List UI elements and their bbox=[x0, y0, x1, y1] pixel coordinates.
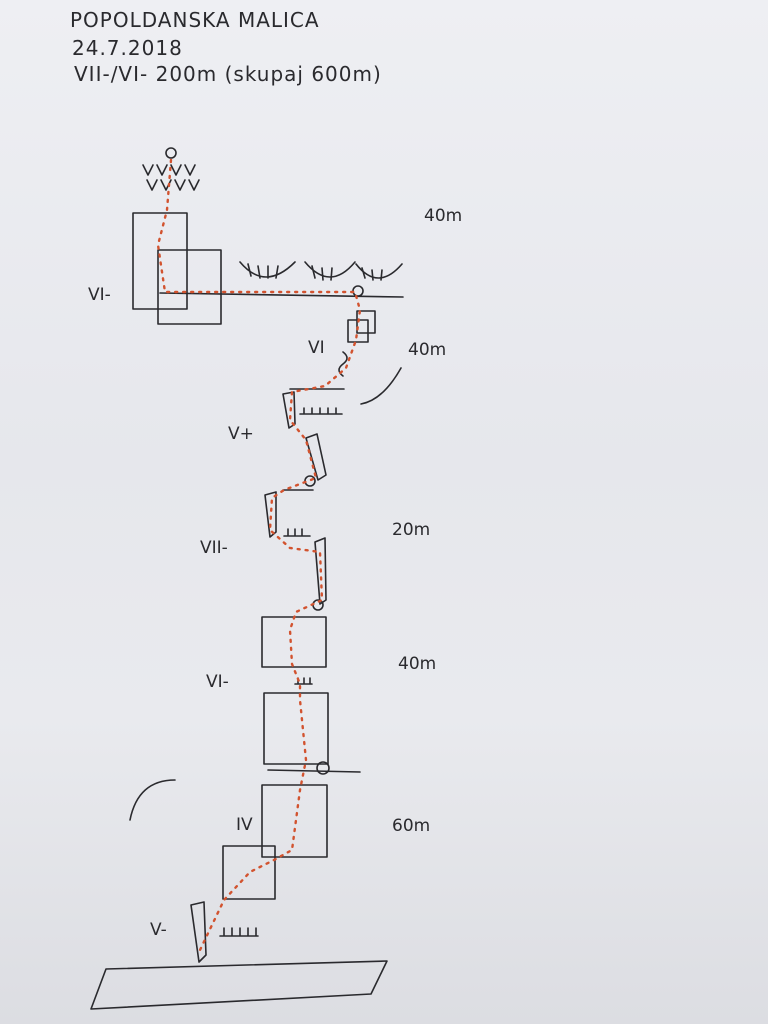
roof-icon bbox=[283, 528, 311, 537]
pitch-grade: IV bbox=[236, 815, 253, 835]
rock-block bbox=[261, 616, 327, 668]
dihedral-icon bbox=[190, 901, 207, 963]
pitch-grade: VI- bbox=[206, 672, 229, 692]
dihedral-icon bbox=[305, 433, 327, 481]
pitch-length: 40m bbox=[424, 206, 463, 226]
rock-block bbox=[132, 212, 188, 310]
rock-block bbox=[157, 249, 222, 325]
ground-base bbox=[90, 960, 388, 1010]
roof-icon bbox=[304, 261, 356, 278]
pitch-length: 40m bbox=[398, 654, 437, 674]
ledge-line bbox=[159, 292, 404, 298]
belay-icon bbox=[304, 475, 316, 487]
grass-icon bbox=[142, 164, 200, 191]
route-summary: VII-/VI- 200m (skupaj 600m) bbox=[74, 62, 382, 86]
pitch-grade: V+ bbox=[228, 424, 254, 444]
roof-icon bbox=[299, 407, 343, 415]
rock-block bbox=[356, 310, 376, 334]
rock-block bbox=[261, 784, 328, 858]
route-line bbox=[156, 158, 362, 952]
pitch-length: 60m bbox=[392, 816, 431, 836]
rock-edge bbox=[129, 779, 176, 821]
dihedral-icon bbox=[264, 491, 277, 538]
route-name: POPOLDANSKA MALICA bbox=[70, 8, 320, 32]
pitch-length: 20m bbox=[392, 520, 431, 540]
rock-edge bbox=[360, 367, 402, 405]
route-date: 24.7.2018 bbox=[72, 36, 183, 60]
pitch-grade: V- bbox=[150, 920, 167, 940]
top-belay-icon bbox=[165, 147, 177, 159]
dihedral-icon bbox=[282, 391, 296, 429]
rock-block bbox=[347, 319, 369, 343]
pitch-grade: VI- bbox=[88, 285, 111, 305]
belay-icon bbox=[316, 761, 330, 775]
rock-block bbox=[263, 692, 329, 765]
roof-icon bbox=[219, 927, 259, 937]
dihedral-icon bbox=[314, 537, 327, 605]
pitch-grade: VII- bbox=[200, 538, 228, 558]
rock-block bbox=[222, 845, 276, 900]
ledge-line bbox=[267, 769, 361, 773]
roof-icon bbox=[355, 263, 403, 279]
belay-icon bbox=[352, 285, 364, 297]
pitch-length: 40m bbox=[408, 340, 447, 360]
pitch-grade: VI bbox=[308, 338, 325, 358]
roof-icon bbox=[239, 261, 296, 278]
